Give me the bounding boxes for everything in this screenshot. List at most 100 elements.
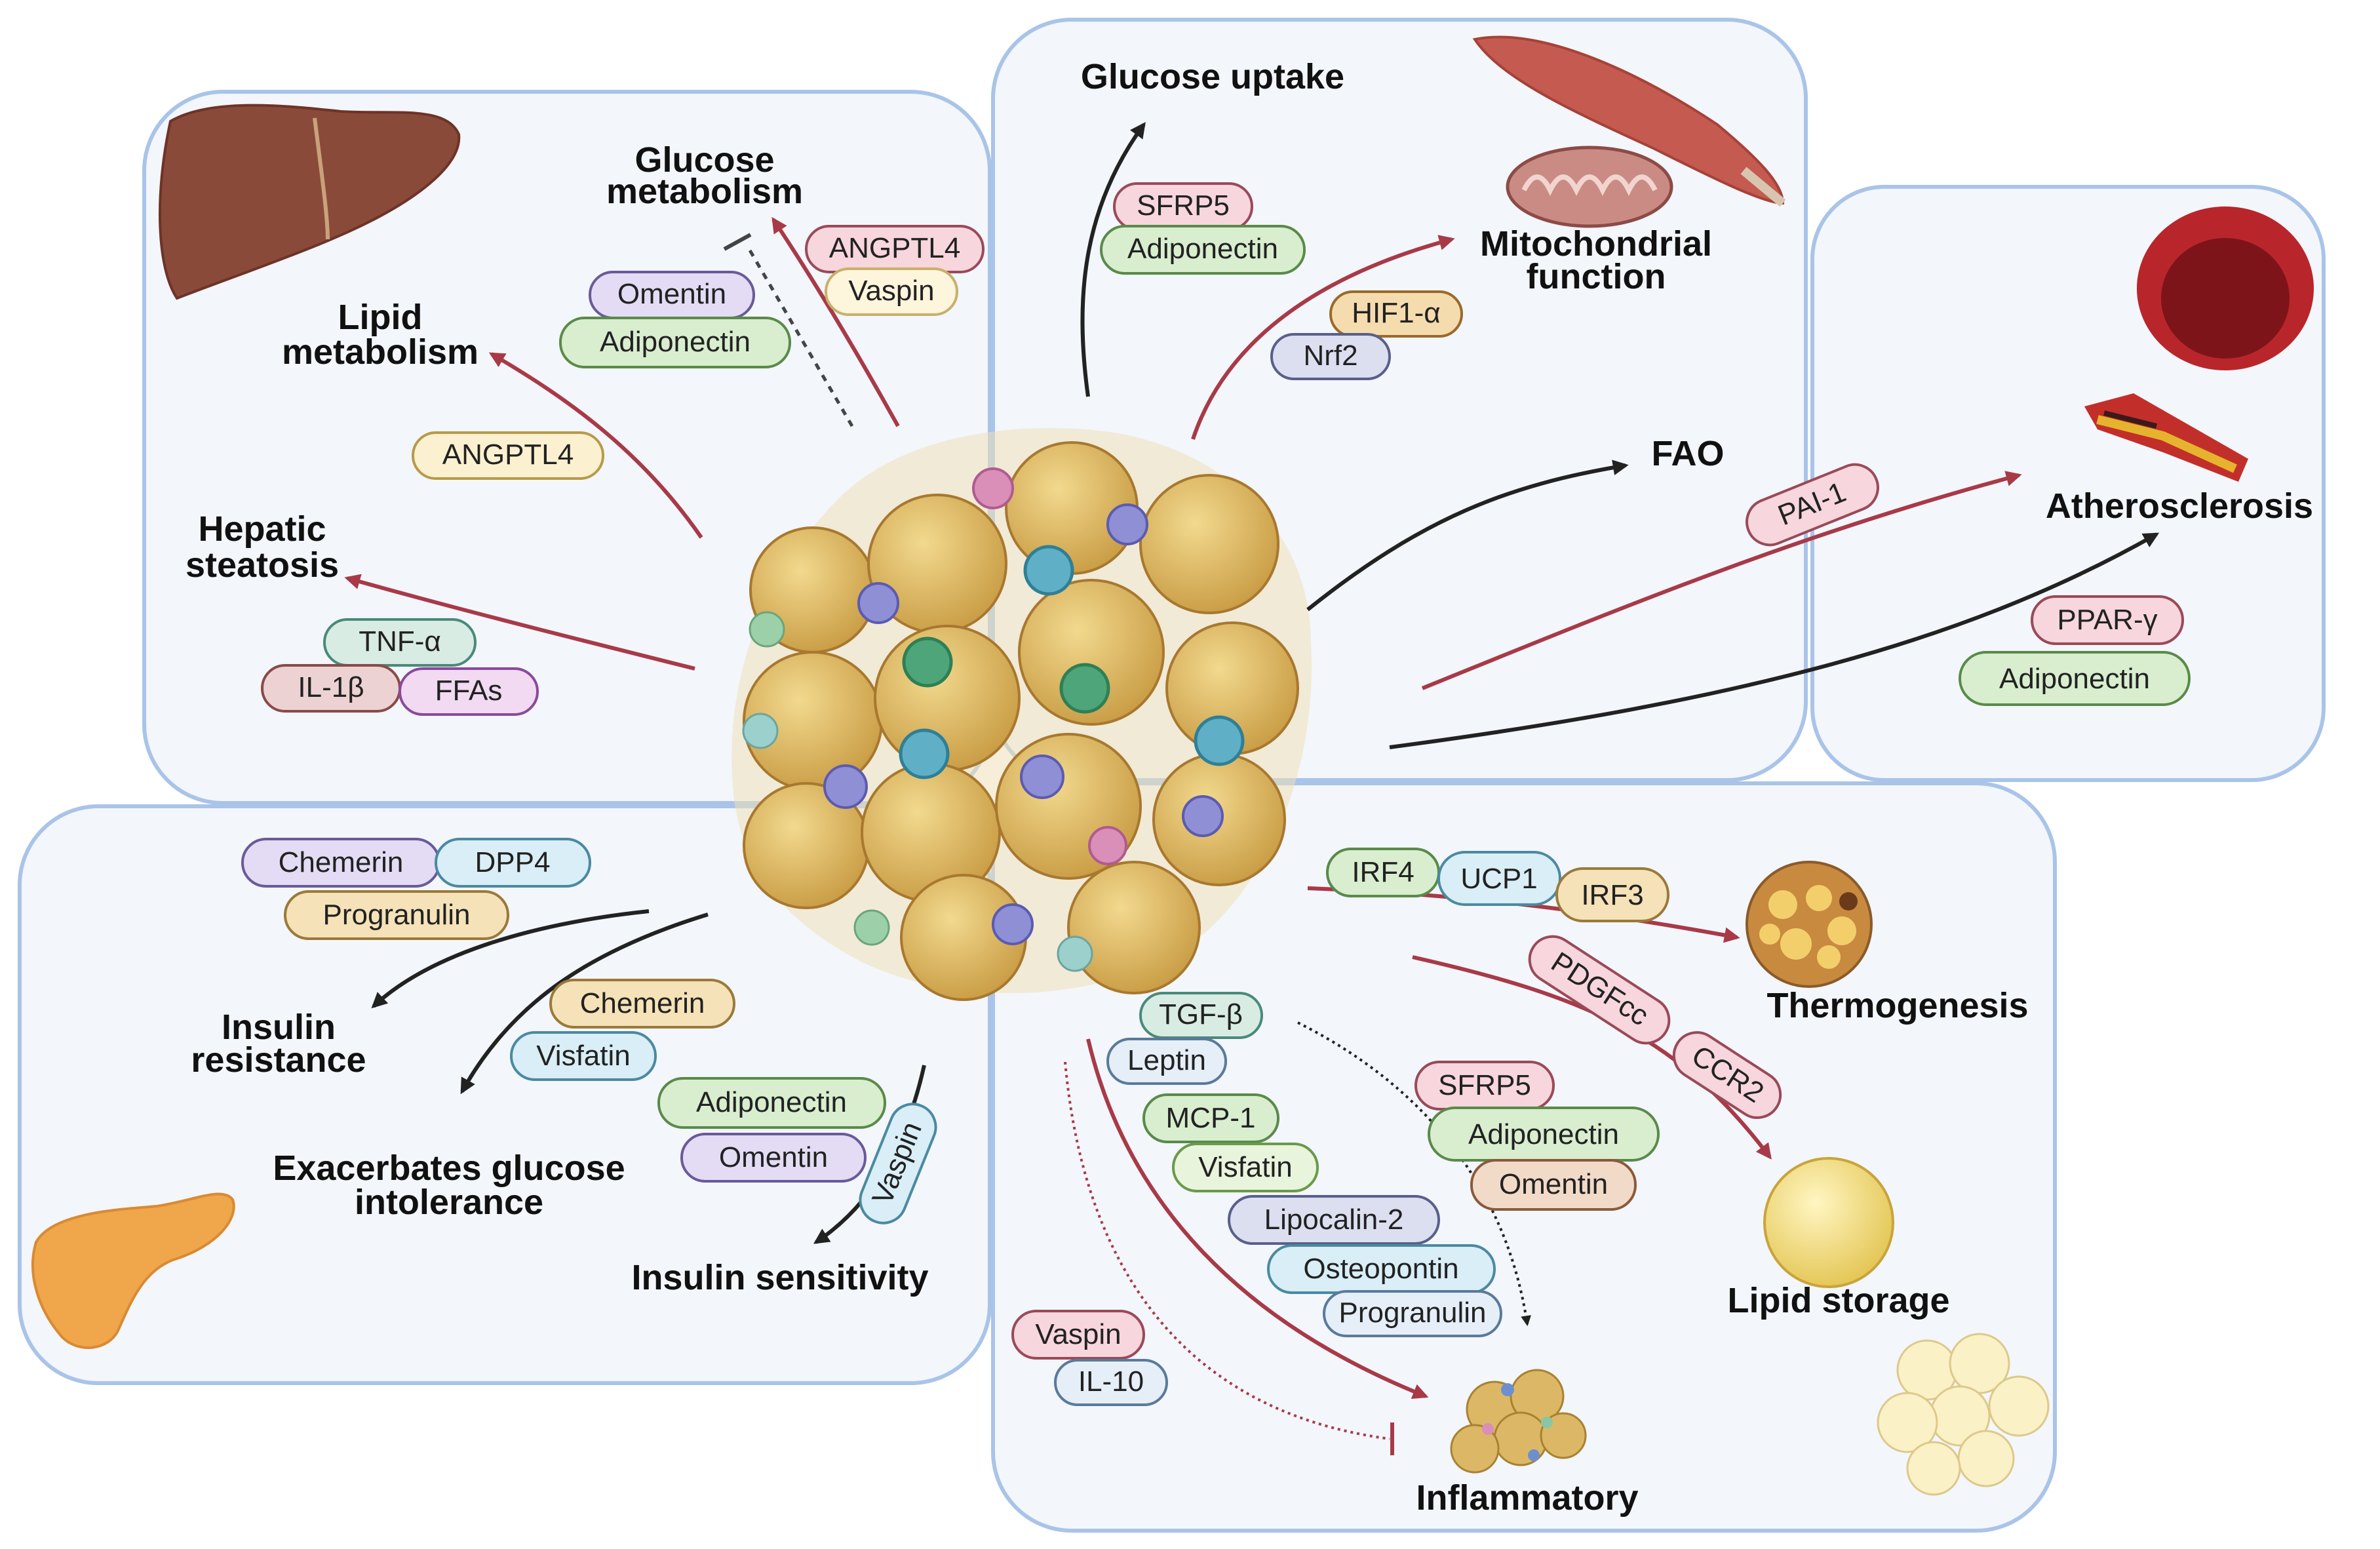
arrow-to-glucose-intolerance [460,912,709,1095]
pill-tnf: TNF-α [323,618,477,667]
label-insulin-resistance-2: resistance [191,1040,366,1080]
pill-progranulin-pancreas: Progranulin [284,890,509,940]
label-lipid-metabolism-2: metabolism [282,332,478,372]
pill-adiponectin-vessel: Adiponectin [1959,651,2191,706]
plaque-artery-icon [2084,393,2248,482]
svg-text:HIF1-α: HIF1-α [1352,297,1440,329]
svg-text:FFAs: FFAs [435,675,503,707]
arrow-to-glucose-metabolism [771,217,900,427]
pill-irf3: IRF3 [1555,867,1669,922]
label-inflammatory: Inflammatory [1416,1478,1638,1518]
pill-chemerin-mid: Chemerin [549,979,735,1029]
arrow-to-insulin-resistance [371,909,650,1009]
inhibit-bar [723,233,752,251]
svg-text:Omentin: Omentin [719,1141,828,1173]
pill-adiponectin-adipose: Adiponectin [1428,1107,1660,1162]
svg-text:Osteopontin: Osteopontin [1303,1253,1458,1285]
svg-text:Lipocalin-2: Lipocalin-2 [1264,1204,1404,1236]
arrow-to-atherosclerosis-pai1 [1421,471,2022,690]
pill-adiponectin-liver: Adiponectin [559,317,791,368]
pill-osteopontin: Osteopontin [1267,1244,1496,1294]
label-hepatic-steatosis-1: Hepatic [198,509,326,549]
pill-ffas: FFAs [399,667,539,716]
muscle-icon [1472,35,1786,207]
label-glucose-intolerance-2: intolerance [355,1183,543,1222]
arrow-to-mitochondrial-function [1191,235,1455,440]
svg-text:TNF-α: TNF-α [359,625,441,657]
pill-tgfb: TGF-β [1139,992,1263,1039]
svg-text:PPAR-γ: PPAR-γ [2057,604,2157,636]
svg-text:UCP1: UCP1 [1460,863,1537,895]
pill-angptl4-top: ANGPTL4 [805,225,985,273]
label-insulin-sensitivity: Insulin sensitivity [631,1258,928,1297]
label-glucose-intolerance-1: Exacerbates glucose [273,1148,625,1188]
pill-visfatin-adipose: Visfatin [1172,1143,1319,1192]
svg-text:DPP4: DPP4 [475,846,551,878]
pill-progranulin-adipose: Progranulin [1323,1290,1502,1337]
label-mitochondrial-function-2: function [1527,257,1666,296]
svg-text:Progranulin: Progranulin [322,899,470,931]
pill-hif1a: HIF1-α [1329,290,1463,338]
label-lipid-metabolism-1: Lipid [338,298,423,337]
svg-text:Visfatin: Visfatin [536,1040,631,1072]
svg-text:IRF3: IRF3 [1581,879,1643,911]
pancreas-panel [18,804,992,1385]
svg-text:MCP-1: MCP-1 [1166,1102,1256,1134]
brown-adipocyte-icon [1746,861,1873,988]
svg-text:Adiponectin: Adiponectin [1127,233,1278,265]
pill-omentin-adipose: Omentin [1470,1159,1637,1211]
label-thermogenesis: Thermogenesis [1766,986,2028,1025]
label-atherosclerosis: Atherosclerosis [2046,486,2313,526]
svg-text:Chemerin: Chemerin [279,846,404,878]
liver-icon [159,104,461,300]
svg-text:Visfatin: Visfatin [1198,1151,1293,1183]
svg-text:ANGPTL4: ANGPTL4 [829,232,961,264]
pill-angptl4-mid: ANGPTL4 [412,431,604,480]
label-glucose-metabolism-2: metabolism [606,172,803,211]
pill-omentin-pancreas: Omentin [680,1133,867,1183]
arrow-to-fao [1306,460,1629,612]
svg-text:Progranulin: Progranulin [1338,1297,1486,1329]
label-fao: FAO [1651,434,1724,473]
pill-adiponectin-pancreas: Adiponectin [657,1077,886,1129]
pill-leptin: Leptin [1106,1038,1227,1085]
pill-ucp1: UCP1 [1437,851,1561,906]
pill-omentin-liver: Omentin [589,271,755,319]
pill-mcp1: MCP-1 [1142,1093,1279,1143]
label-glucose-metabolism-1: Glucose [634,140,774,180]
label-hepatic-steatosis-2: steatosis [185,545,339,585]
white-adipocyte-cluster-icon [1877,1333,2050,1496]
inhibit-inflammatory [1064,1061,1390,1440]
svg-text:SFRP5: SFRP5 [1438,1069,1531,1101]
arrow-to-glucose-uptake [1080,122,1146,397]
svg-text:Vaspin: Vaspin [848,275,934,307]
inhibit-glucose-metabolism [745,245,854,427]
svg-text:Nrf2: Nrf2 [1303,340,1357,372]
label-lipid-storage: Lipid storage [1727,1281,1949,1320]
pill-sfrp5-muscle: SFRP5 [1113,182,1253,231]
mitochondria-icon [1506,146,1673,228]
pill-vaspin-adipose: Vaspin [1011,1310,1145,1360]
label-mitochondrial-function-1: Mitochondrial [1480,224,1712,264]
svg-text:Adiponectin: Adiponectin [1999,663,2150,695]
pill-ppar: PPAR-γ [2031,595,2184,645]
svg-text:Adiponectin: Adiponectin [696,1086,847,1118]
pill-visfatin-pancreas: Visfatin [510,1031,657,1081]
blood-vessel-icon [2137,206,2314,370]
label-insulin-resistance-1: Insulin [222,1008,336,1047]
pill-adiponectin-muscle: Adiponectin [1100,225,1306,275]
pill-nrf2: Nrf2 [1270,333,1391,380]
pill-sfrp5-adipose: SFRP5 [1414,1061,1555,1110]
arrow-to-inflammatory-red [1086,1038,1429,1400]
svg-text:Vaspin: Vaspin [1035,1318,1121,1350]
inflamed-adipose-icon [1450,1369,1587,1474]
arrow-to-inflammatory-black [1297,1021,1532,1327]
lipid-droplet-icon [1763,1157,1894,1288]
svg-text:Omentin: Omentin [617,278,726,310]
pill-il10: IL-10 [1054,1359,1168,1406]
pill-chemerin-top: Chemerin [241,838,440,888]
pill-il1b: IL-1β [261,664,401,713]
svg-text:IL-1β: IL-1β [298,671,364,703]
